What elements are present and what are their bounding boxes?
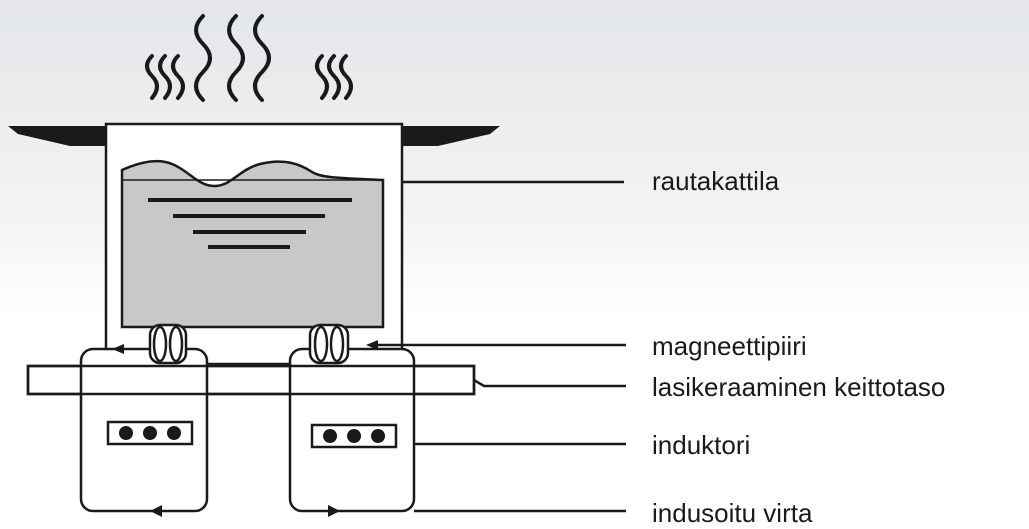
leader-lines bbox=[378, 180, 626, 513]
current-arrows bbox=[150, 505, 340, 517]
water-lines bbox=[148, 198, 352, 249]
steam-wisp bbox=[339, 54, 353, 100]
water bbox=[120, 159, 385, 329]
label-cooktop: lasikeraaminen keittotaso bbox=[652, 372, 946, 402]
flux-arrows bbox=[112, 340, 378, 354]
steam-wisp bbox=[145, 54, 159, 100]
coil-left bbox=[148, 323, 188, 365]
steam-wisp bbox=[227, 14, 245, 102]
indicator-panel-left bbox=[106, 420, 194, 446]
steam bbox=[145, 14, 353, 102]
label-pot: rautakattila bbox=[652, 166, 780, 196]
steam-wisp bbox=[171, 54, 185, 100]
pot-handle-right bbox=[402, 126, 500, 146]
steam-wisp bbox=[158, 54, 172, 100]
label-inductor: induktori bbox=[652, 430, 751, 460]
steam-wisp bbox=[327, 54, 341, 100]
steam-wisp bbox=[253, 14, 271, 102]
pot-handle-left bbox=[8, 126, 106, 146]
steam-wisp bbox=[194, 14, 212, 102]
label-magnetic-circuit: magneettipiiri bbox=[652, 331, 807, 361]
leader-cooktop bbox=[473, 378, 626, 388]
label-induced-current: indusoitu virta bbox=[652, 498, 813, 528]
coil-right bbox=[308, 323, 350, 365]
steam-wisp bbox=[315, 54, 329, 100]
indicator-panel-right bbox=[310, 423, 398, 449]
